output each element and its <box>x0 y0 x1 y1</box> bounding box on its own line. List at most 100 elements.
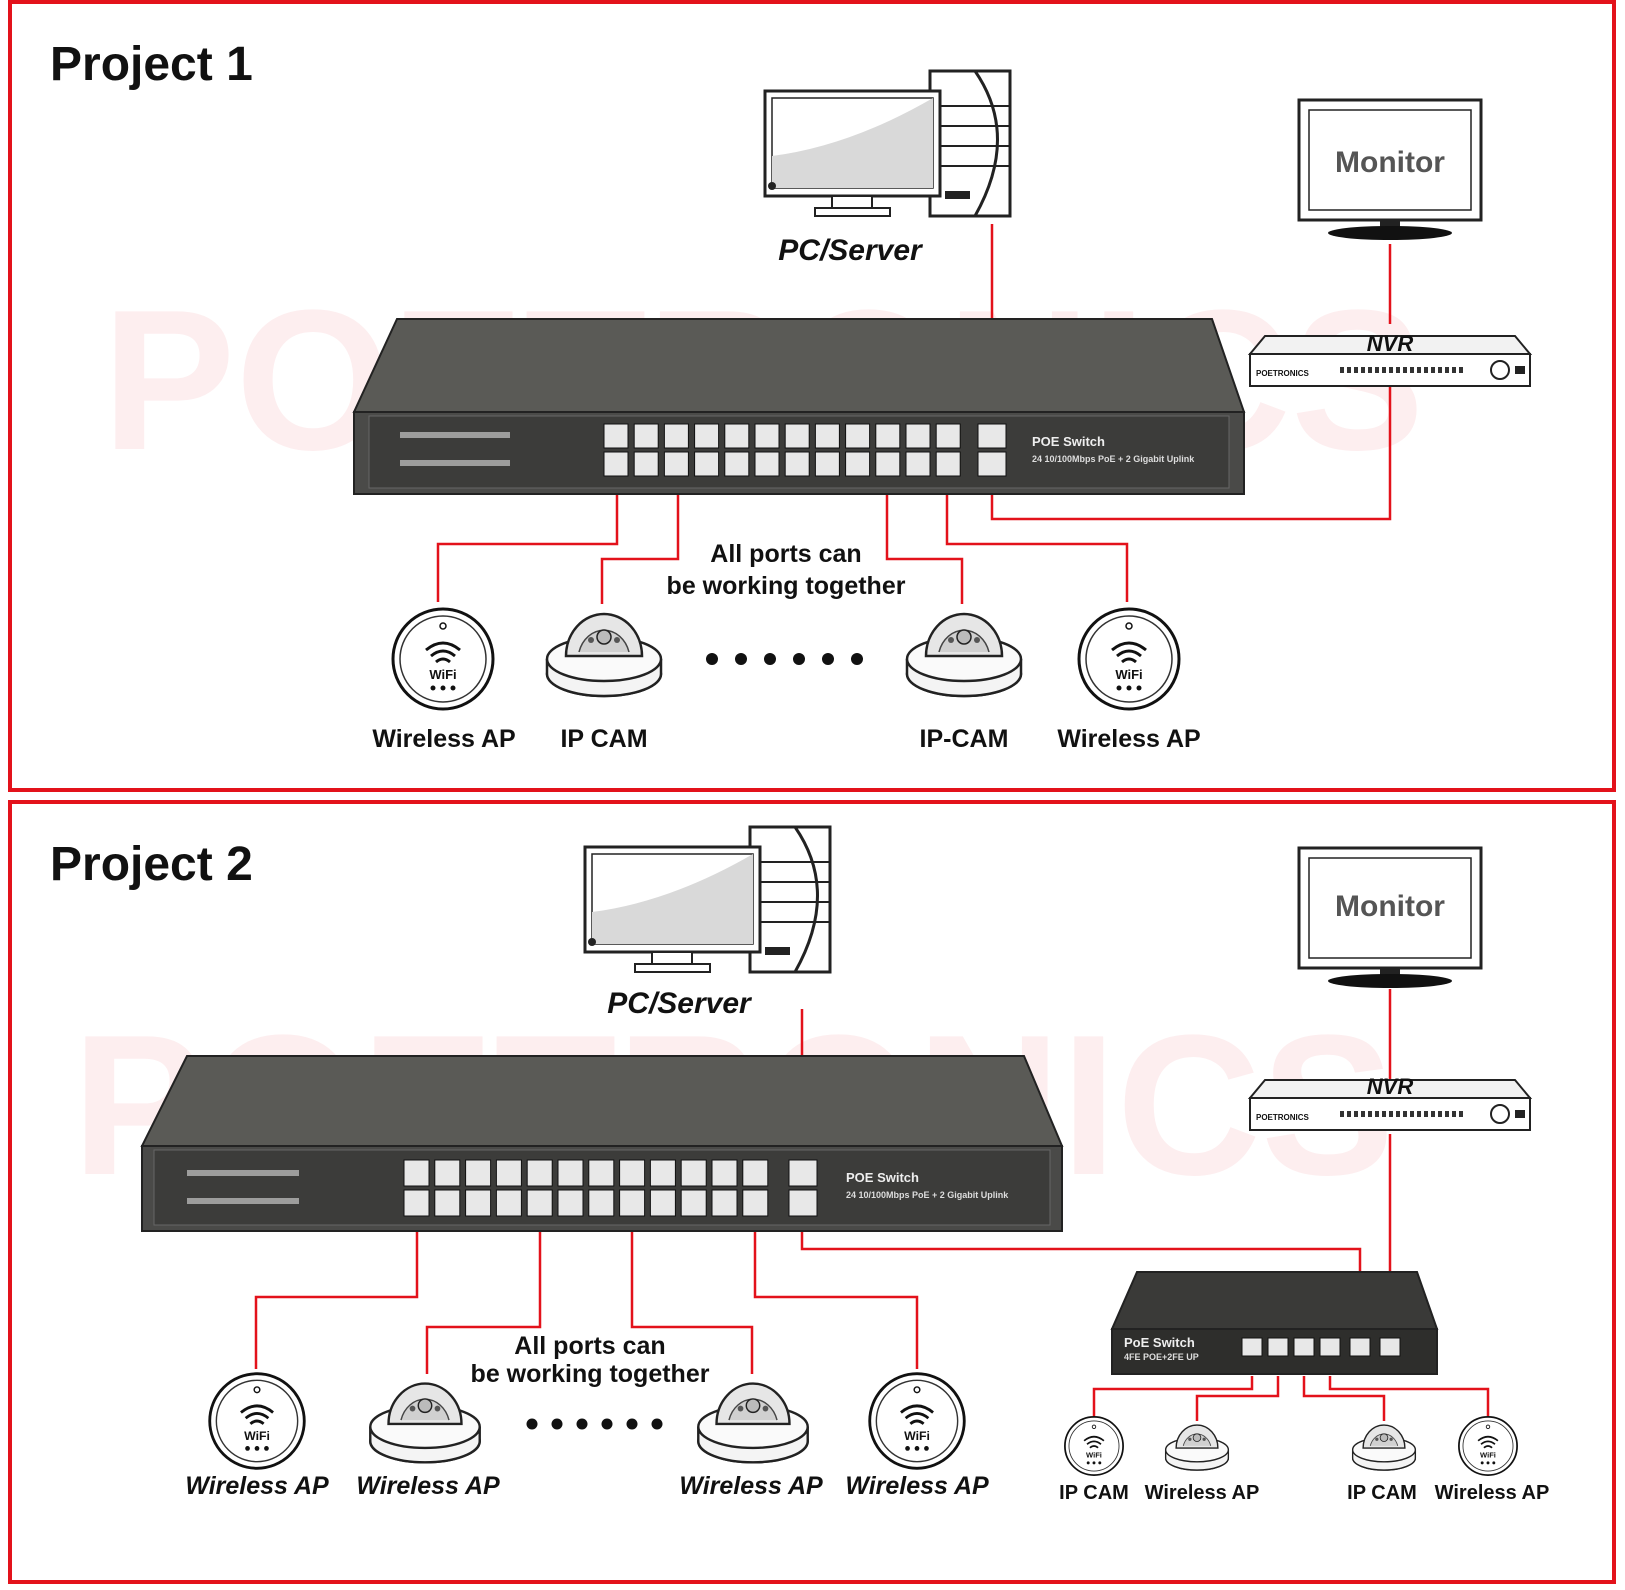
rj45-port <box>680 1159 707 1187</box>
small-switch-spec: 4FE POE+2FE UP <box>1124 1352 1199 1362</box>
rj45-port <box>603 451 629 477</box>
dome-camera-icon <box>369 1382 481 1464</box>
pc-server: PC/Server <box>583 825 832 1020</box>
rj45-port <box>403 1189 430 1217</box>
small-device-label: IP CAM <box>1059 1482 1129 1504</box>
rj45-port <box>434 1189 461 1217</box>
rj45-port <box>557 1189 584 1217</box>
switch-spec: 24 10/100Mbps PoE + 2 Gigabit Uplink <box>1032 454 1195 464</box>
switch-label: POE Switch <box>846 1170 919 1185</box>
pc-server-label: PC/Server <box>778 234 924 267</box>
monitor: Monitor <box>1297 98 1483 241</box>
monitor-label: Monitor <box>1335 890 1445 923</box>
nvr: NVR POETRONICS <box>1250 1074 1530 1130</box>
rj45-port <box>905 423 931 449</box>
rj45-port <box>845 451 871 477</box>
nvr-label: NVR <box>1367 331 1414 356</box>
rj45-port <box>742 1159 769 1187</box>
device-label: IP CAM <box>560 725 647 753</box>
nvr-brand: POETRONICS <box>1256 369 1310 378</box>
rj45-port <box>814 423 840 449</box>
monitor: Monitor <box>1297 846 1483 989</box>
rj45-port <box>495 1159 522 1187</box>
ellipsis-dots <box>526 1418 663 1430</box>
rj45-port <box>680 1189 707 1217</box>
rj45-port <box>875 451 901 477</box>
rj45-port <box>935 423 961 449</box>
ellipsis-dots <box>706 653 863 665</box>
device-label: Wireless AP <box>356 1472 500 1500</box>
ip-camera-icon <box>545 612 663 698</box>
rj45-port <box>754 423 780 449</box>
uplink-port <box>977 451 1007 477</box>
rj45-port <box>434 1159 461 1187</box>
small-switch-label: PoE Switch <box>1124 1335 1195 1350</box>
rj45-port <box>649 1159 676 1187</box>
rj45-port <box>711 1159 738 1187</box>
rj45-port <box>465 1159 492 1187</box>
device-label: Wireless AP <box>372 725 515 753</box>
rj45-port <box>845 423 871 449</box>
rj45-port <box>495 1189 522 1217</box>
nvr-label: NVR <box>1367 1074 1414 1099</box>
rj45-port <box>619 1159 646 1187</box>
rj45-port <box>694 423 720 449</box>
uplink-port <box>788 1189 818 1217</box>
rj45-port <box>403 1159 430 1187</box>
rj45-port <box>784 423 810 449</box>
rj45-port <box>724 451 750 477</box>
ip-camera-icon <box>905 612 1023 698</box>
uplink-port <box>977 423 1007 449</box>
wireless-ap-icon <box>1077 607 1181 711</box>
wireless-ap-icon <box>1458 1416 1518 1476</box>
rj45-port <box>742 1189 769 1217</box>
nvr: NVR POETRONICS <box>1250 331 1530 386</box>
wireless-ap-icon <box>868 1372 966 1470</box>
rj45-port <box>557 1159 584 1187</box>
wireless-ap-icon <box>1064 1416 1124 1476</box>
note-line-2: be working together <box>471 1360 710 1388</box>
rj45-port <box>526 1159 553 1187</box>
switch-label: POE Switch <box>1032 434 1105 449</box>
rj45-port <box>663 451 689 477</box>
network-wires <box>436 224 1392 604</box>
rj45-port <box>814 451 840 477</box>
rj45-port <box>905 451 931 477</box>
note-line-1: All ports can <box>710 540 861 568</box>
poe-switch-24: POE Switch 24 10/100Mbps PoE + 2 Gigabit… <box>352 318 1246 495</box>
nvr-brand: POETRONICS <box>1256 1113 1310 1122</box>
wireless-ap-icon <box>208 1372 306 1470</box>
project-2-title: Project 2 <box>50 838 253 891</box>
rj45-port <box>526 1189 553 1217</box>
poe-switch-small: PoE Switch 4FE POE+2FE UP <box>1110 1271 1439 1375</box>
uplink-port <box>788 1159 818 1187</box>
pc-server: PC/Server <box>763 69 1012 267</box>
rj45-port <box>588 1159 615 1187</box>
rj45-port <box>711 1189 738 1217</box>
switch-spec: 24 10/100Mbps PoE + 2 Gigabit Uplink <box>846 1190 1009 1200</box>
monitor-label: Monitor <box>1335 146 1445 179</box>
project-1-panel: POETRONICS Project 1 PC/Server Monitor N… <box>8 0 1616 792</box>
small-device-label: IP CAM <box>1347 1482 1417 1504</box>
rj45-port <box>724 423 750 449</box>
rj45-port <box>784 451 810 477</box>
dome-camera-icon <box>1351 1424 1417 1471</box>
rj45-port <box>603 423 629 449</box>
rj45-port <box>649 1189 676 1217</box>
rj45-port <box>935 451 961 477</box>
dome-camera-icon <box>697 1382 809 1464</box>
project-2-panel: POETRONICS Project 2 PC/Server Monitor <box>8 800 1616 1584</box>
rj45-port <box>465 1189 492 1217</box>
note-line-2: be working together <box>667 572 906 600</box>
dome-camera-icon <box>1164 1424 1230 1471</box>
rj45-port <box>663 423 689 449</box>
rj45-port <box>754 451 780 477</box>
device-label: Wireless AP <box>679 1472 823 1500</box>
rj45-port <box>694 451 720 477</box>
switch-ports <box>403 1159 818 1217</box>
small-device-label: Wireless AP <box>1435 1482 1550 1504</box>
device-label: IP-CAM <box>920 725 1009 753</box>
device-label: Wireless AP <box>845 1472 989 1500</box>
project-1-title: Project 1 <box>50 38 253 91</box>
rj45-port <box>633 423 659 449</box>
